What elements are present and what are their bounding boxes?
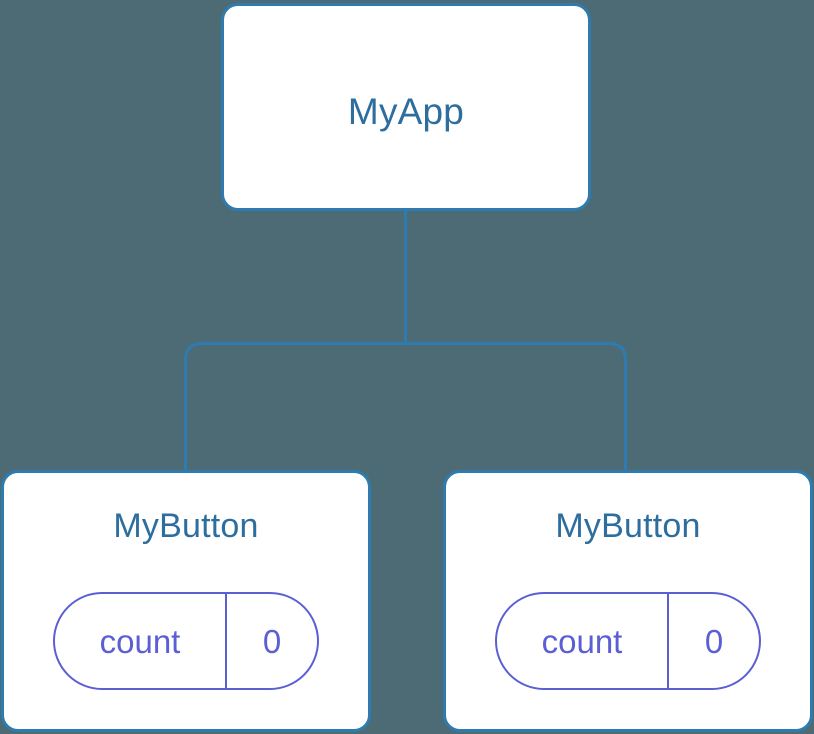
edge-root-to-child-right bbox=[405, 342, 627, 472]
state-key-label-1: count bbox=[55, 594, 227, 688]
state-value-label-1: 0 bbox=[262, 622, 282, 660]
edge-root-to-child-left bbox=[184, 342, 406, 472]
node-myapp-label: MyApp bbox=[347, 91, 465, 132]
state-pill-count-2[interactable]: count 0 bbox=[495, 592, 761, 690]
node-myapp[interactable]: MyApp bbox=[221, 3, 591, 211]
node-mybutton-1[interactable]: MyButton count 0 bbox=[1, 470, 371, 732]
state-value-label-2: 0 bbox=[704, 622, 724, 660]
state-pill-count-1[interactable]: count 0 bbox=[53, 592, 319, 690]
state-key-label-2: count bbox=[497, 594, 669, 688]
node-mybutton-2[interactable]: MyButton count 0 bbox=[443, 470, 813, 732]
node-mybutton-1-label: MyButton bbox=[113, 507, 259, 545]
node-mybutton-2-label: MyButton bbox=[555, 507, 701, 545]
